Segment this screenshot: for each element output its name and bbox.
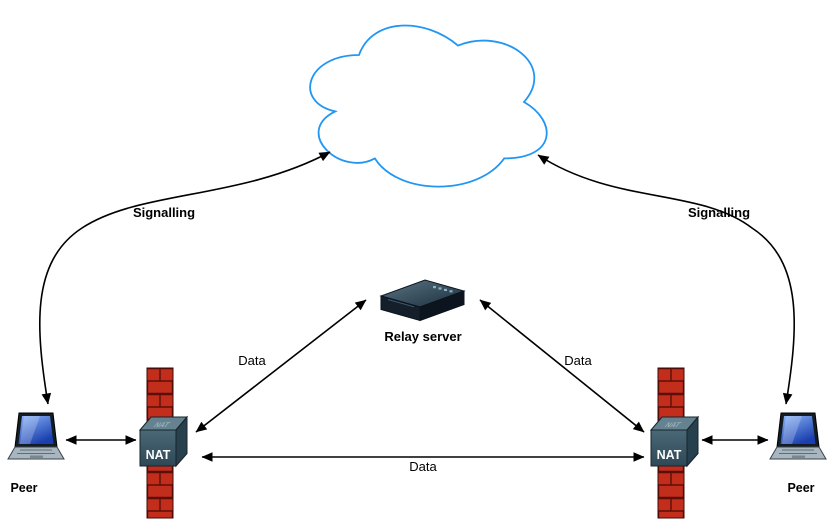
signalling-left-label: Signalling (133, 205, 195, 220)
edge-data-left (195, 299, 367, 433)
laptop-icon (769, 412, 827, 460)
relay-server-node: Relay server (379, 279, 466, 344)
data-right-label: Data (564, 353, 592, 368)
server-icon (379, 279, 466, 322)
signalling-right-label: Signalling (688, 205, 750, 220)
data-direct-label: Data (409, 459, 437, 474)
relay-server-label: Relay server (384, 329, 461, 344)
edge-data-right (479, 299, 645, 433)
edge-signalling-right (537, 154, 795, 405)
nat-left-label: NAT (146, 448, 171, 462)
nat-right-label: NAT (657, 448, 682, 462)
edge-signalling-left (39, 151, 331, 405)
nat-right-node: NAT NAT (650, 416, 699, 467)
nat-left-node: NAT NAT (139, 416, 188, 467)
internet-cloud-icon (309, 24, 548, 188)
data-left-label: Data (238, 353, 266, 368)
nat-right-top-watermark: NAT (663, 421, 683, 429)
peer-right-label: Peer (787, 481, 814, 495)
laptop-icon (7, 412, 65, 460)
nat-left-top-watermark: NAT (152, 421, 172, 429)
peer-left-label: Peer (10, 481, 37, 495)
peer-right-node: Peer (769, 412, 827, 495)
peer-left-node: Peer (7, 412, 65, 495)
